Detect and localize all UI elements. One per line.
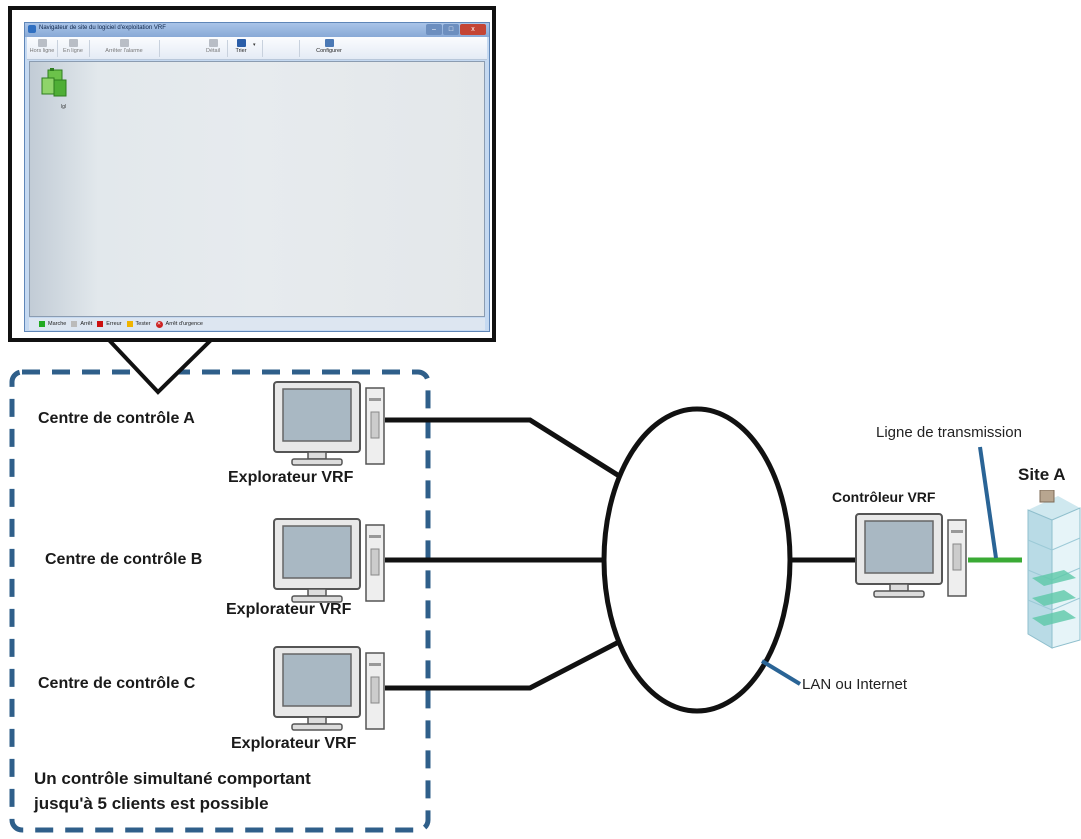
- computer-b-icon: [273, 518, 385, 603]
- site-building-image: [1027, 490, 1081, 649]
- detail-icon: [208, 39, 218, 47]
- software-callout: Navigateur de site du logiciel d'exploit…: [8, 6, 496, 342]
- online-label: En ligne: [63, 48, 83, 54]
- legend-running: Marche: [39, 321, 66, 327]
- controller-computer-icon: [855, 513, 967, 598]
- online-button[interactable]: En ligne: [60, 38, 86, 58]
- site-node-caption: lgl: [61, 104, 67, 110]
- callout-pointer: [103, 337, 217, 395]
- simultaneous-control-note: Un contrôle simultané comportant jusqu'à…: [34, 766, 311, 816]
- legend-stopped: Arrêt: [71, 321, 92, 327]
- window-titlebar[interactable]: Navigateur de site du logiciel d'exploit…: [25, 23, 489, 37]
- detail-label: Détail: [205, 48, 221, 54]
- site-view-area: lgl: [29, 61, 485, 317]
- legend-error: Erreur: [97, 321, 122, 327]
- center-b-label: Centre de contrôle B: [45, 551, 203, 568]
- link-center-a: [385, 417, 642, 492]
- note-line-2: jusqu'à 5 clients est possible: [34, 794, 269, 813]
- configure-button[interactable]: Configurer: [309, 38, 349, 58]
- status-legend: Marche Arrêt Erreur Tester ✕Arrêt d'urge…: [29, 318, 485, 330]
- offline-label: Hors ligne: [29, 48, 55, 54]
- toolbar: Hors ligne En ligne Arrêter l'alarme Dét…: [27, 37, 487, 60]
- link-center-c: [385, 628, 642, 691]
- configure-label: Configurer: [316, 48, 342, 54]
- network-label: LAN ou Internet: [802, 676, 908, 693]
- center-c-label: Centre de contrôle C: [38, 675, 196, 692]
- site-building-icon[interactable]: [40, 68, 70, 104]
- stop-alarm-button[interactable]: Arrêter l'alarme: [97, 38, 151, 58]
- site-label: Site A: [1018, 465, 1066, 484]
- close-button[interactable]: x: [460, 24, 486, 35]
- minimize-button[interactable]: –: [426, 24, 442, 35]
- online-icon: [68, 39, 78, 47]
- legend-emergency-stop: ✕Arrêt d'urgence: [155, 320, 203, 328]
- app-window: Navigateur de site du logiciel d'exploit…: [24, 22, 490, 332]
- network-leader-line: [760, 659, 802, 686]
- controller-label: Contrôleur VRF: [832, 489, 936, 505]
- app-icon: [28, 25, 36, 33]
- legend-test: Tester: [126, 321, 151, 327]
- offline-button[interactable]: Hors ligne: [29, 38, 55, 58]
- sort-label: Trier: [235, 48, 247, 54]
- network-ellipse: [601, 406, 793, 714]
- note-line-1: Un contrôle simultané comportant: [34, 769, 311, 788]
- window-title: Navigateur de site du logiciel d'exploit…: [39, 25, 166, 31]
- transmission-leader-line: [978, 446, 998, 559]
- offline-icon: [37, 39, 47, 47]
- detail-button[interactable]: Détail: [201, 38, 225, 58]
- sort-dropdown-icon[interactable]: ▾: [253, 42, 256, 48]
- center-b-client-label: Explorateur VRF: [226, 601, 352, 618]
- computer-c-icon: [273, 646, 385, 731]
- stop-alarm-icon: [119, 39, 129, 47]
- center-c-client-label: Explorateur VRF: [231, 735, 357, 752]
- configure-icon: [324, 39, 334, 47]
- transmission-label: Ligne de transmission: [876, 424, 1022, 441]
- client-group-boundary: [9, 369, 431, 833]
- emergency-stop-icon: ✕: [155, 320, 163, 328]
- computer-a-icon: [273, 381, 385, 466]
- center-a-label: Centre de contrôle A: [38, 410, 195, 427]
- maximize-button[interactable]: □: [443, 24, 459, 35]
- stop-alarm-label: Arrêter l'alarme: [105, 48, 143, 54]
- sort-button[interactable]: Trier: [232, 38, 250, 58]
- center-a-client-label: Explorateur VRF: [228, 469, 354, 486]
- sort-icon: [236, 39, 246, 47]
